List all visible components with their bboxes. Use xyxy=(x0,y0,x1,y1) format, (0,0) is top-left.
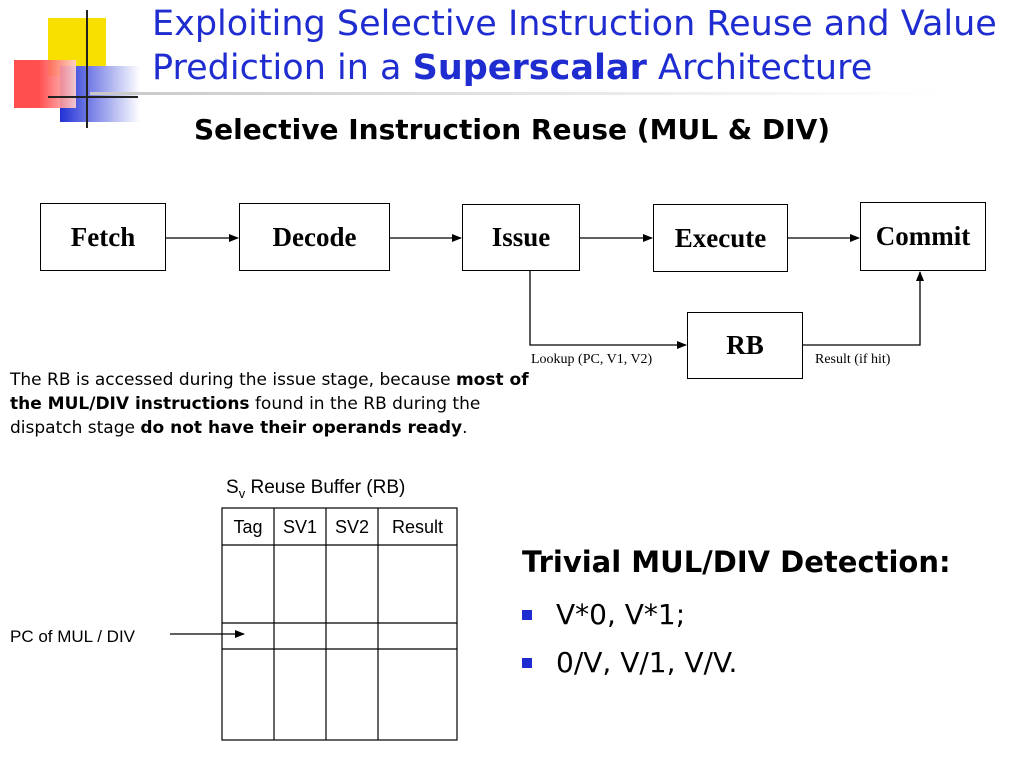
caption-rest: Reuse Buffer (RB) xyxy=(245,477,406,498)
pc-pointer-label: PC of MUL / DIV xyxy=(10,627,136,646)
title-line-2: Prediction in a Superscalar Architecture xyxy=(152,46,1012,90)
stage-issue: Issue xyxy=(462,204,580,271)
note-text-3: . xyxy=(462,418,468,438)
result-label: Result (if hit) xyxy=(815,352,891,367)
logo-horizontal-line xyxy=(48,96,138,98)
title-line-2-bold: Superscalar xyxy=(412,48,647,88)
stage-commit: Commit xyxy=(860,202,986,271)
stage-decode: Decode xyxy=(239,203,390,271)
bullet-square-icon xyxy=(522,657,532,668)
stage-fetch: Fetch xyxy=(40,203,166,271)
detection-bullet-2-text: 0/V, V/1, V/V. xyxy=(556,646,738,679)
stage-execute: Execute xyxy=(653,204,788,272)
column-header-sv1: SV1 xyxy=(282,517,318,537)
column-header-tag: Tag xyxy=(233,517,263,537)
detection-title: Trivial MUL/DIV Detection: xyxy=(522,545,951,579)
slide-title: Exploiting Selective Instruction Reuse a… xyxy=(152,2,1012,90)
bullet-square-icon xyxy=(522,609,532,620)
detection-bullet-1: V*0, V*1; xyxy=(522,598,685,631)
logo-vertical-line xyxy=(86,10,88,128)
rb-access-note: The RB is accessed during the issue stag… xyxy=(10,368,530,440)
caption-subscript: v xyxy=(238,485,246,501)
slide-subtitle: Selective Instruction Reuse (MUL & DIV) xyxy=(193,113,831,146)
note-bold-2: do not have their operands ready xyxy=(140,418,463,438)
reuse-buffer-grid xyxy=(221,507,458,741)
reuse-buffer-caption: Sv Reuse Buffer (RB) xyxy=(226,477,405,501)
note-text-1: The RB is accessed during the issue stag… xyxy=(10,370,456,390)
arrow-rb-commit xyxy=(803,271,924,346)
note-text-2: found in the RB during the dispatch stag… xyxy=(10,394,481,438)
arrow-issue-rb xyxy=(529,271,687,349)
detection-bullet-2: 0/V, V/1, V/V. xyxy=(522,646,737,679)
logo-red-block xyxy=(14,60,76,108)
title-line-1: Exploiting Selective Instruction Reuse a… xyxy=(152,4,997,44)
column-header-result: Result xyxy=(391,517,444,537)
title-underline xyxy=(90,92,940,95)
title-line-2-pre: Prediction in a xyxy=(152,48,413,88)
column-header-sv2: SV2 xyxy=(334,517,370,537)
lookup-label: Lookup (PC, V1, V2) xyxy=(531,352,653,367)
caption-s: S xyxy=(226,477,239,498)
detection-bullet-1-text: V*0, V*1; xyxy=(556,598,686,631)
note-bold-1: most of the MUL/DIV instructions xyxy=(10,370,529,414)
reuse-buffer-box: RB xyxy=(687,312,803,379)
title-line-2-post: Architecture xyxy=(646,48,873,88)
